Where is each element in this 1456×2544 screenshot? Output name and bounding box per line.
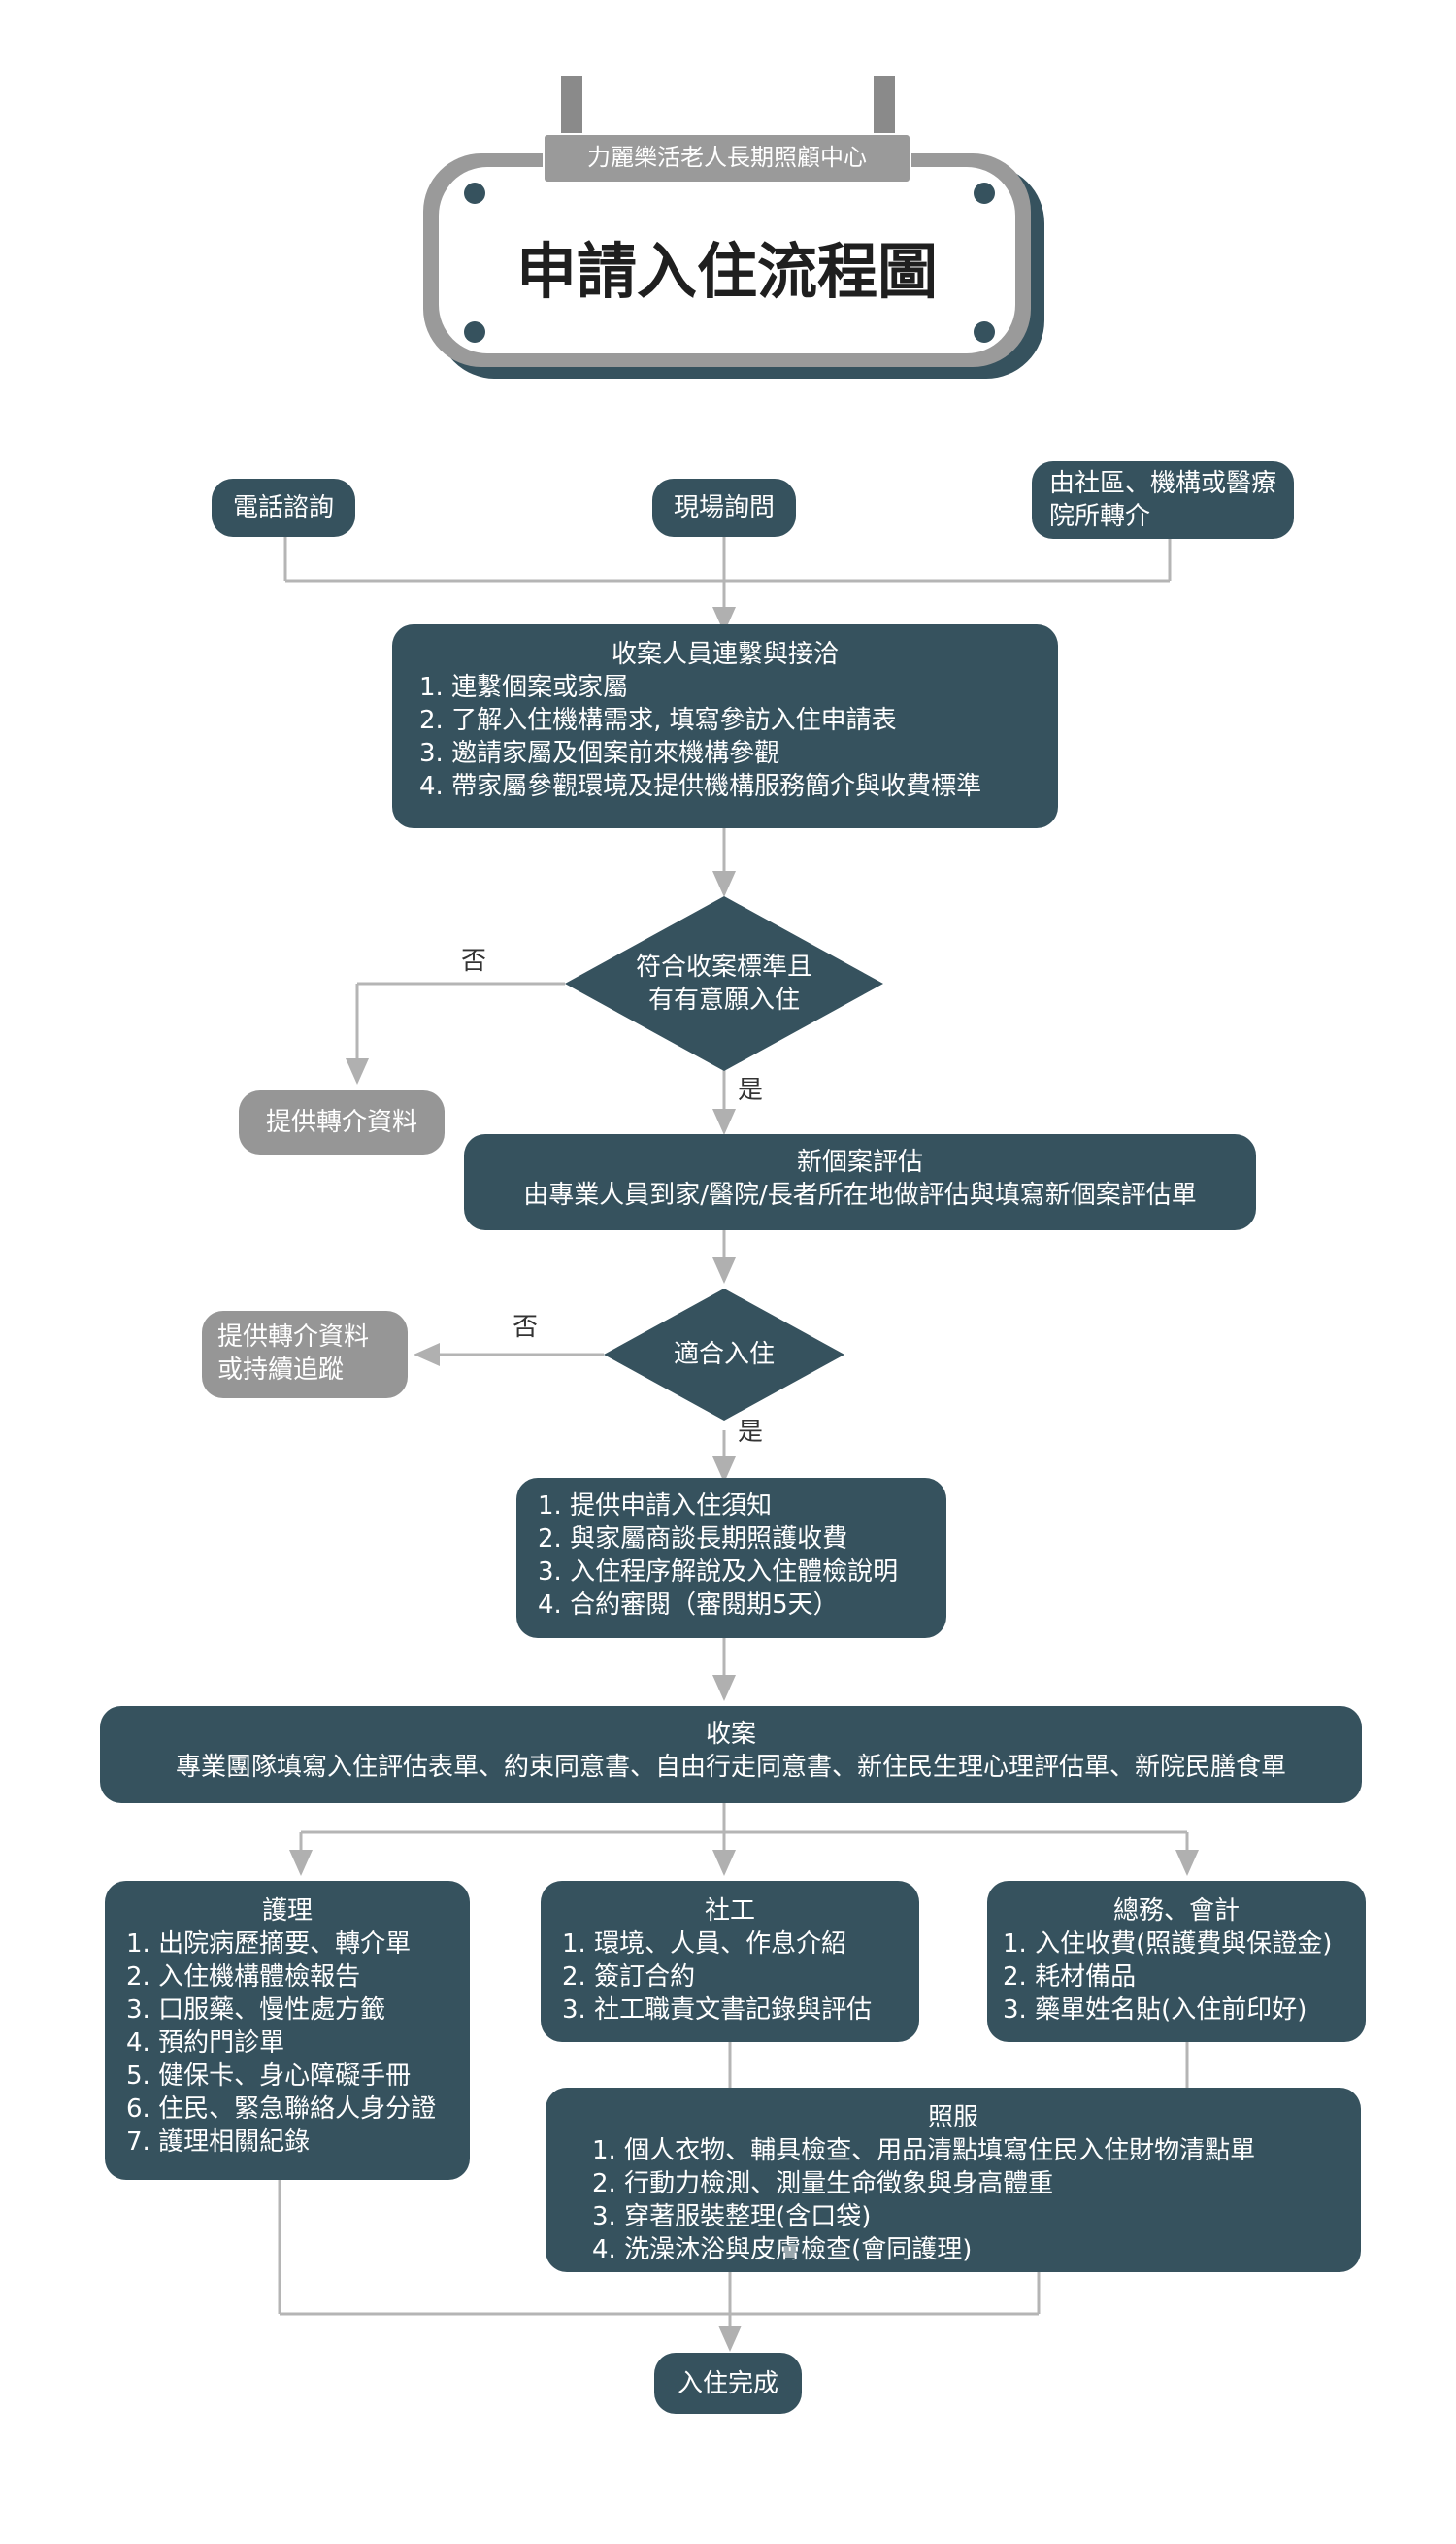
general-title: 總務、會計 [1112, 1896, 1240, 1925]
list-item: 3. 社工職責文書記錄與評估 [562, 1995, 873, 2025]
intake-title: 收案人員連繫與接洽 [611, 640, 839, 669]
decision2-yes-label: 是 [738, 1418, 764, 1447]
entry-referral: 由社區、機構或醫療院所轉介 [1032, 461, 1294, 539]
list-item: 3. 口服藥、慢性處方籤 [126, 1995, 386, 2025]
sign-subtitle: 力麗樂活老人長期照顧中心 [587, 144, 867, 171]
care-list: 1. 個人衣物、輔具檢查、用品清點填寫住民入住財物清點單 2. 行動力檢測、測量… [592, 2134, 1314, 2266]
referral-followup-box: 提供轉介資料 或持續追蹤 [202, 1311, 408, 1398]
notice-box: 1. 提供申請入住須知 2. 與家屬商談長期照護收費 3. 入住程序解說及入住體… [516, 1478, 946, 1638]
assessment-title: 新個案評估 [796, 1148, 923, 1177]
list-item: 3. 邀請家屬及個案前來機構參觀 [419, 739, 780, 768]
list-item: 1. 連繫個案或家屬 [419, 673, 629, 702]
list-item: 7. 護理相關紀錄 [126, 2127, 311, 2157]
sign-header-bar [543, 133, 911, 184]
list-item: 2. 入住機構體檢報告 [126, 1962, 361, 1992]
notice-list: 1. 提供申請入住須知 2. 與家屬商談長期照護收費 3. 入住程序解說及入住體… [538, 1490, 925, 1622]
list-item: 1. 出院病歷摘要、轉介單 [126, 1929, 412, 1958]
intake-box: 收案人員連繫與接洽 1. 連繫個案或家屬 2. 了解入住機構需求, 填寫參訪入住… [392, 624, 1058, 828]
general-list: 1. 入住收費(照護費與保證金) 2. 耗材備品 3. 藥單姓名貼(入住前印好) [1003, 1927, 1350, 2026]
list-item: 1. 提供申請入住須知 [538, 1491, 773, 1521]
list-item: 2. 簽訂合約 [562, 1962, 696, 1992]
admission-box: 收案 專業團隊填寫入住評估表單、約束同意書、自由行走同意書、新住民生理心理評估單… [100, 1706, 1362, 1803]
admission-text: 專業團隊填寫入住評估表單、約束同意書、自由行走同意書、新住民生理心理評估單、新院… [175, 1753, 1286, 1782]
referral-info-box: 提供轉介資料 [239, 1090, 445, 1155]
list-item: 3. 穿著服裝整理(含口袋) [592, 2202, 872, 2231]
nursing-box: 護理 1. 出院病歷摘要、轉介單 2. 入住機構體檢報告 3. 口服藥、慢性處方… [105, 1881, 470, 2180]
list-item: 2. 耗材備品 [1003, 1962, 1137, 1992]
decision2-text: 適合入住 [673, 1340, 775, 1369]
list-item: 3. 藥單姓名貼(入住前印好) [1003, 1995, 1307, 2025]
list-item: 3. 入住程序解說及入住體檢說明 [538, 1557, 899, 1587]
social-list: 1. 環境、人員、作息介紹 2. 簽訂合約 3. 社工職責文書記錄與評估 [562, 1927, 898, 2026]
list-item: 2. 行動力檢測、測量生命徵象與身高體重 [592, 2169, 1054, 2198]
intake-list: 1. 連繫個案或家屬 2. 了解入住機構需求, 填寫參訪入住申請表 3. 邀請家… [419, 671, 1031, 803]
general-affairs-box: 總務、會計 1. 入住收費(照護費與保證金) 2. 耗材備品 3. 藥單姓名貼(… [987, 1881, 1366, 2042]
care-title: 照服 [927, 2103, 978, 2132]
entry-walkin: 現場詢問 [652, 479, 796, 537]
sign-bolt [974, 321, 995, 343]
list-item: 5. 健保卡、身心障礙手冊 [126, 2061, 412, 2091]
list-item: 4. 帶家屬參觀環境及提供機構服務簡介與收費標準 [419, 772, 982, 801]
list-item: 1. 入住收費(照護費與保證金) [1003, 1929, 1333, 1958]
list-item: 4. 合約審閱（審閱期5天） [538, 1590, 839, 1620]
connector-lines [278, 537, 1199, 2352]
list-item: 4. 預約門診單 [126, 2028, 285, 2058]
list-item: 2. 了解入住機構需求, 填寫參訪入住申請表 [419, 706, 897, 735]
admission-title: 收案 [705, 1720, 756, 1749]
decision1-diamond [565, 896, 883, 1071]
decision1-no-label: 否 [461, 947, 487, 976]
list-item: 6. 住民、緊急聯絡人身分證 [126, 2094, 437, 2124]
sign-bolt [464, 321, 485, 343]
care-box: 照服 1. 個人衣物、輔具檢查、用品清點填寫住民入住財物清點單 2. 行動力檢測… [546, 2088, 1361, 2272]
decision1-yes-label: 是 [738, 1076, 764, 1105]
final-box: 入住完成 [654, 2353, 802, 2414]
sign-bolt [464, 183, 485, 204]
sign-bolt [974, 183, 995, 204]
assessment-text: 由專業人員到家/醫院/長者所在地做評估與填寫新個案評估單 [523, 1181, 1197, 1210]
list-item: 1. 個人衣物、輔具檢查、用品清點填寫住民入住財物清點單 [592, 2136, 1256, 2165]
decision2-diamond [604, 1289, 844, 1421]
entry-phone: 電話諮詢 [212, 479, 355, 537]
list-item: 2. 與家屬商談長期照護收費 [538, 1524, 848, 1554]
decision2-no-label: 否 [513, 1313, 539, 1342]
social-box: 社工 1. 環境、人員、作息介紹 2. 簽訂合約 3. 社工職責文書記錄與評估 [541, 1881, 919, 2042]
nursing-title: 護理 [261, 1896, 313, 1925]
nursing-list: 1. 出院病歷摘要、轉介單 2. 入住機構體檢報告 3. 口服藥、慢性處方籤 4… [126, 1927, 448, 2159]
list-item: 1. 環境、人員、作息介紹 [562, 1929, 847, 1958]
assessment-box: 新個案評估 由專業人員到家/醫院/長者所在地做評估與填寫新個案評估單 [464, 1134, 1256, 1230]
sign-inner [439, 167, 1015, 353]
page-title: 申請入住流程圖 [515, 236, 938, 307]
decision1-text: 符合收案標準且 有有意願入住 [635, 953, 812, 1015]
list-item: 4. 洗澡沐浴與皮膚檢查(會同護理) [592, 2235, 973, 2264]
social-title: 社工 [704, 1896, 755, 1925]
